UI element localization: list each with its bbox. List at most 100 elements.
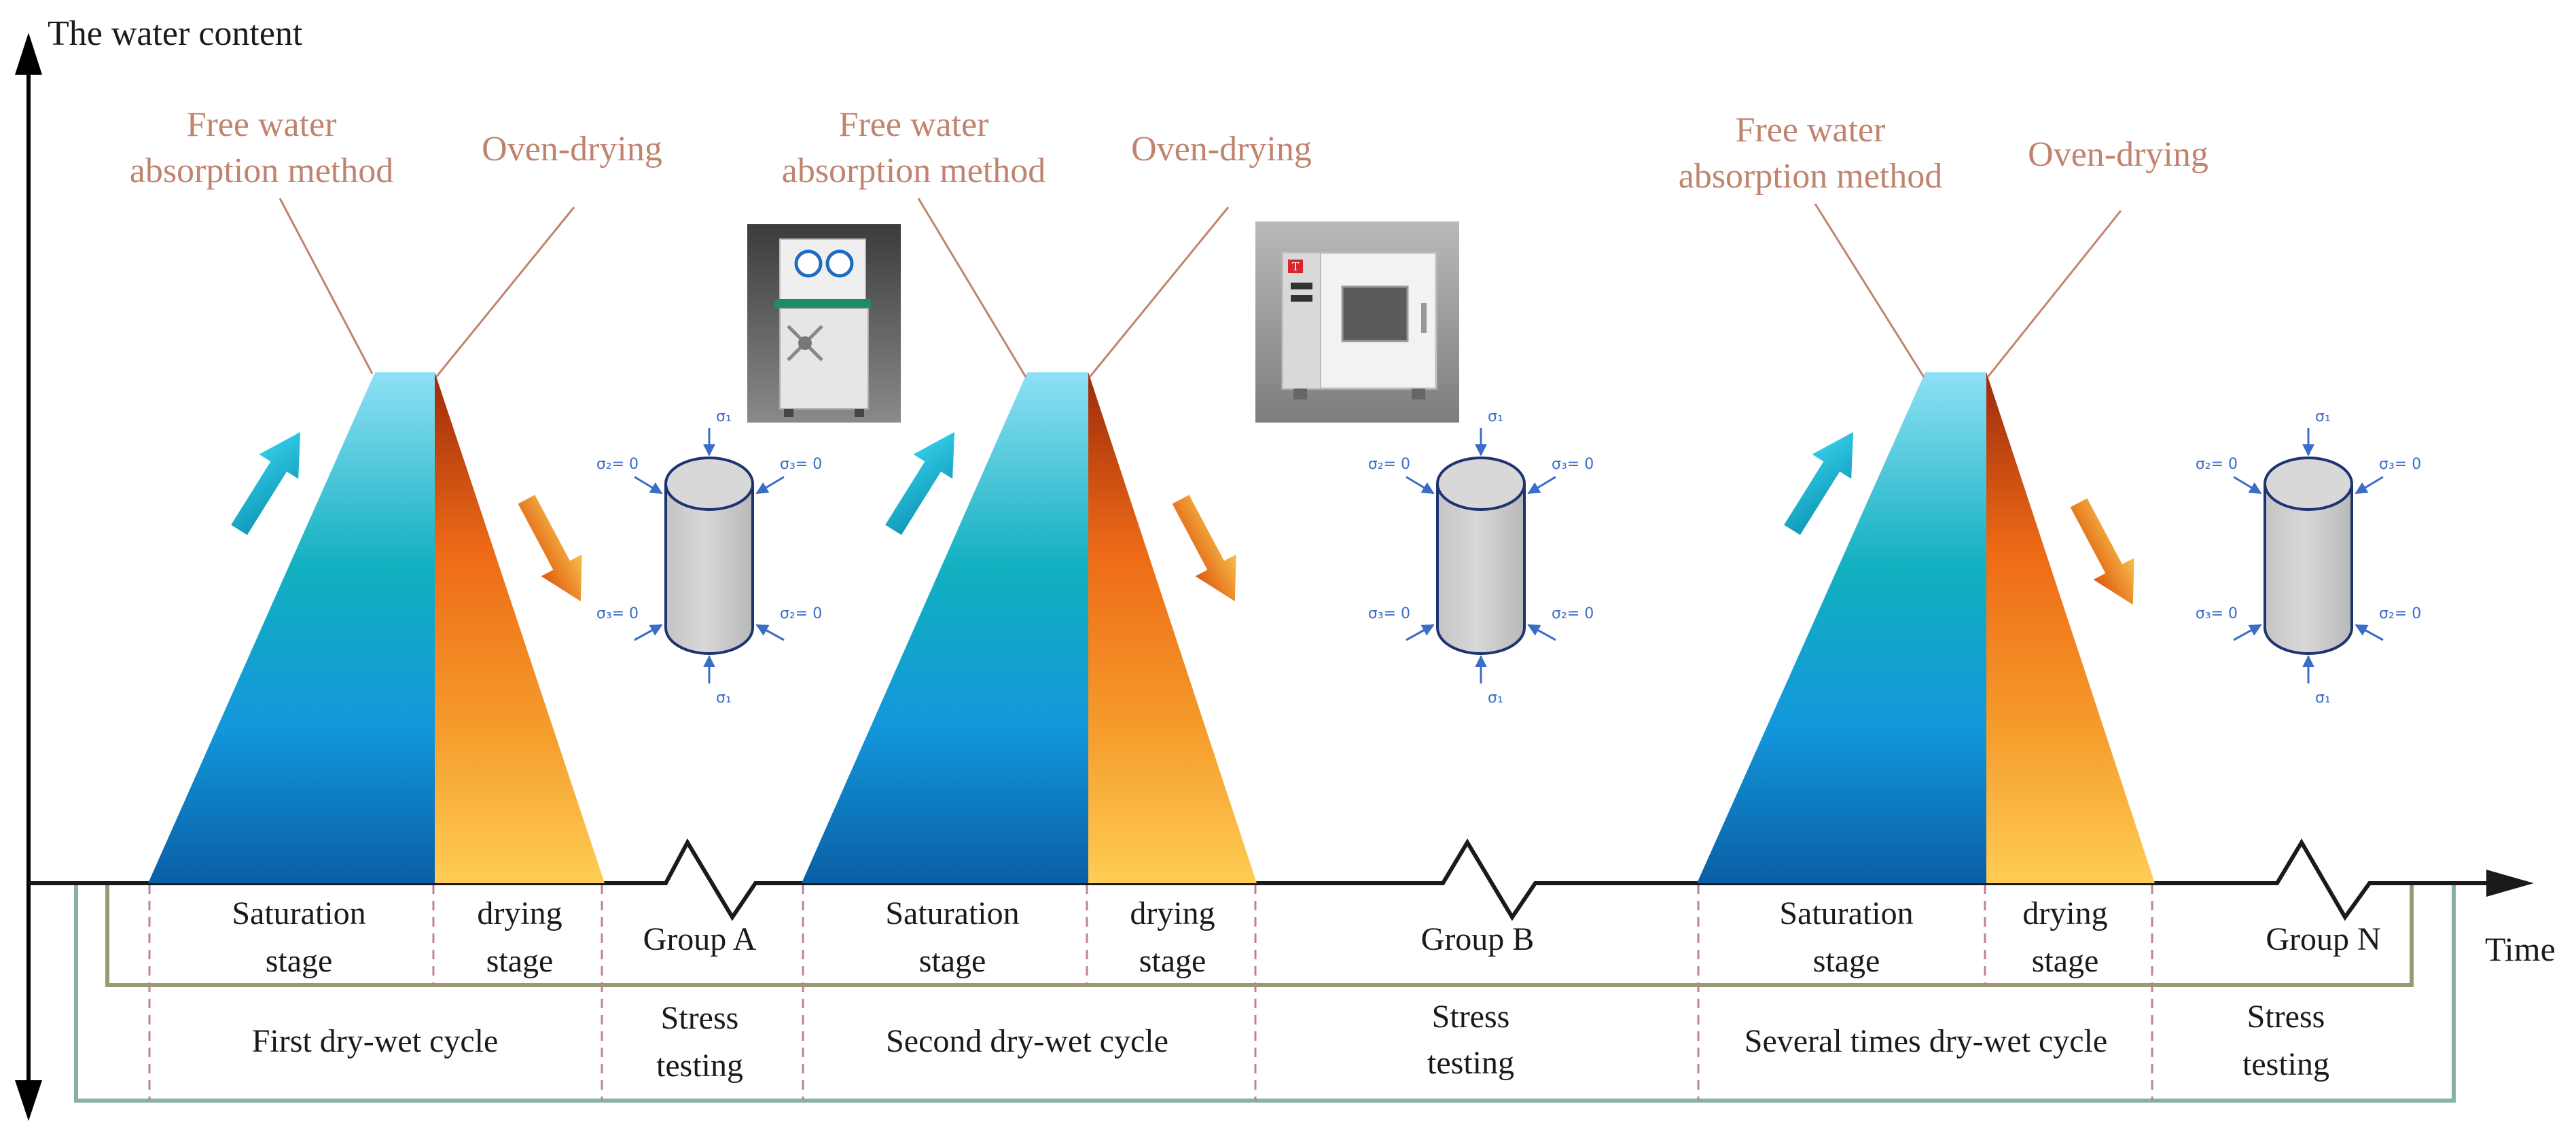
stress-arrow-icon: [1527, 476, 1556, 495]
stress-testing-label: testing: [1427, 1045, 1514, 1081]
gauge-icon: [794, 249, 823, 278]
stress-arrow-icon: [755, 476, 785, 495]
gauge-icon: [825, 249, 854, 278]
sigma1-label: σ₁: [1488, 690, 1503, 707]
x-axis-label: Time: [2485, 930, 2556, 968]
y-axis-arrow-bottom: [15, 1080, 42, 1121]
stress-testing-label: testing: [2242, 1046, 2329, 1082]
group-label: Group A: [643, 921, 757, 957]
dry-method-label: Oven-drying: [2028, 135, 2208, 174]
leader-line: [917, 198, 1027, 378]
dry-stage-label: stage: [1139, 943, 1206, 979]
arrow-shape: [231, 431, 301, 535]
arrow-shape: [2070, 498, 2134, 605]
dry-stage-label: drying: [477, 895, 562, 931]
dry-stage-label: stage: [486, 943, 554, 979]
oven-foot: [1293, 389, 1307, 399]
sigma2-label: σ₂= 0: [2196, 456, 2238, 473]
machine-stripe: [774, 299, 871, 308]
arrow-shape: [1784, 431, 1854, 535]
oven-foot: [1412, 389, 1425, 399]
oven-window: [1341, 285, 1409, 342]
sigma1-label: σ₁: [2315, 690, 2331, 707]
stress-arrow-icon: [2355, 476, 2384, 495]
machine-cabinet: [779, 308, 869, 410]
machine-foot: [784, 409, 793, 417]
wet-triangle: [148, 372, 435, 883]
stage-bracket: [105, 885, 2414, 987]
axes: The water content Time: [15, 14, 2556, 1121]
sigma3-label: σ₃= 0: [780, 456, 822, 473]
wheel-hub: [798, 336, 812, 350]
cycle-bracket: [74, 885, 2456, 1103]
group-label: Group N: [2266, 921, 2380, 957]
stress-testing-label: testing: [656, 1048, 743, 1084]
cylinder-top: [2264, 457, 2353, 511]
group-label: Group B: [1421, 921, 1535, 957]
wet-method-label: absorption method: [130, 152, 394, 190]
cylinder-body: [664, 484, 754, 655]
time-axis-line: [29, 838, 2490, 921]
dry-stage-label: drying: [2022, 895, 2107, 931]
sigma2-label: σ₂= 0: [596, 456, 639, 473]
y-axis-label: The water content: [48, 14, 303, 53]
sigma3-label: σ₃= 0: [1368, 605, 1410, 622]
oven-control-panel: [1282, 252, 1321, 389]
phase-group: Free water absorption method Oven-dryingSa…: [130, 105, 757, 1084]
dry-stage-label: stage: [2032, 943, 2099, 979]
wet-method-label: absorption method: [1679, 157, 1943, 196]
arrow-shape: [1172, 495, 1236, 602]
wet-stage-label: stage: [266, 943, 333, 979]
machine-foot: [855, 409, 864, 417]
sigma2-label: σ₂= 0: [1368, 456, 1410, 473]
wet-stage-label: Saturation: [232, 895, 365, 931]
down-arrow-icon: [518, 495, 582, 602]
oven-logo-text: T: [1292, 260, 1300, 273]
wet-method-label: absorption method: [782, 152, 1046, 190]
dry-triangle: [435, 372, 605, 883]
cylinder-top: [664, 457, 754, 511]
dry-method-label: Oven-drying: [482, 130, 662, 168]
cylinder-top: [1436, 457, 1526, 511]
cycle-label: Several times dry-wet cycle: [1745, 1023, 2107, 1059]
oven-display: [1291, 295, 1312, 302]
dry-triangle: [1986, 372, 2155, 883]
saturation-apparatus-image: [747, 224, 901, 423]
sigma3-label: σ₃= 0: [2379, 456, 2421, 473]
stress-arrow-icon: [755, 624, 785, 641]
cylinder-body: [1436, 484, 1526, 655]
oven-logo: [1288, 260, 1303, 273]
leader-line: [1986, 210, 2122, 378]
cycle-label: First dry-wet cycle: [252, 1023, 499, 1059]
wet-stage-label: stage: [1813, 943, 1880, 979]
stress-arrow-icon: [634, 476, 663, 495]
sigma1-label: σ₁: [1488, 408, 1503, 425]
stress-testing-label: Stress: [2247, 999, 2325, 1035]
wet-method-label: Free water: [1736, 111, 1886, 149]
up-arrow-icon: [885, 431, 955, 535]
stress-arrow-icon: [2233, 476, 2262, 495]
wet-method-label: Free water: [187, 105, 337, 144]
time-axis-arrow: [2486, 870, 2534, 897]
sigma2-label: σ₂= 0: [780, 605, 822, 622]
dry-method-label: Oven-drying: [1131, 130, 1312, 168]
stress-arrow-icon: [2233, 624, 2262, 641]
arrow-shape: [518, 495, 582, 602]
sigma1-label: σ₁: [716, 408, 732, 425]
sigma1-label: σ₁: [716, 690, 732, 707]
sigma3-label: σ₃= 0: [2196, 605, 2238, 622]
wet-method-label: Free water: [839, 105, 989, 144]
stress-arrow-icon: [1527, 624, 1556, 641]
leader-line: [435, 207, 575, 378]
dry-stage-label: drying: [1130, 895, 1215, 931]
sigma1-label: σ₁: [2315, 408, 2331, 425]
leader-line: [279, 198, 374, 374]
stress-arrow-icon: [1406, 624, 1435, 641]
drying-oven-image: T: [1255, 221, 1459, 423]
